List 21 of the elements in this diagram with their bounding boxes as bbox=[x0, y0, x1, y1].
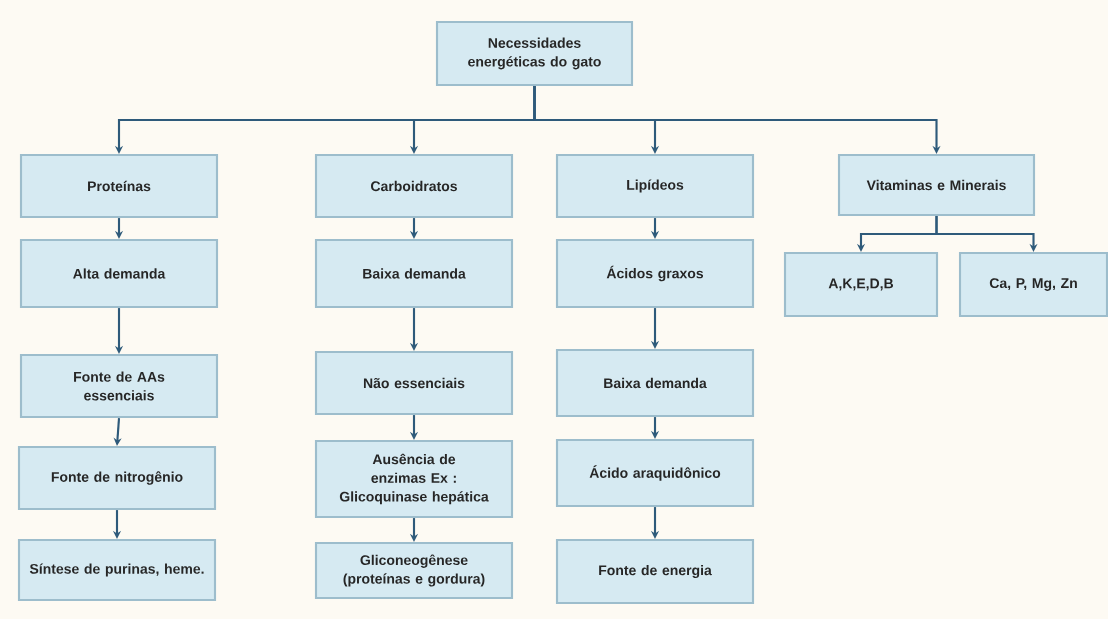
process-box: Síntese de purinas, heme. bbox=[17, 538, 217, 602]
process-box: A,K,E,D,B bbox=[783, 251, 939, 318]
process-box: Fonte de AAs essenciais bbox=[19, 353, 219, 419]
process-box: Ácidos graxos bbox=[555, 238, 755, 309]
arrow bbox=[533, 86, 941, 154]
process-box: Ausência de enzimas Ex : Glicoquinase hepática bbox=[314, 439, 514, 519]
process-box: Lipídeos bbox=[555, 153, 755, 219]
process-box: Ácido araquidônico bbox=[555, 438, 755, 508]
process-box: Fonte de nitrogênio bbox=[17, 445, 217, 511]
process-box: Não essenciais bbox=[314, 350, 514, 416]
process-box: Gliconeogênese (proteínas e gordura) bbox=[314, 541, 514, 600]
process-box: Vitaminas e Minerais bbox=[837, 153, 1036, 217]
process-box: Proteínas bbox=[19, 153, 219, 219]
process-box: Fonte de energia bbox=[555, 538, 755, 605]
process-box: Baixa demanda bbox=[314, 238, 514, 309]
process-box: Carboidratos bbox=[314, 153, 514, 219]
process-box: Alta demanda bbox=[19, 238, 219, 309]
arrow bbox=[935, 216, 1038, 252]
process-box: Necessidades energéticas do gato bbox=[435, 20, 634, 87]
process-box: Ca, P, Mg, Zn bbox=[958, 251, 1108, 318]
process-box: Baixa demanda bbox=[555, 348, 755, 418]
